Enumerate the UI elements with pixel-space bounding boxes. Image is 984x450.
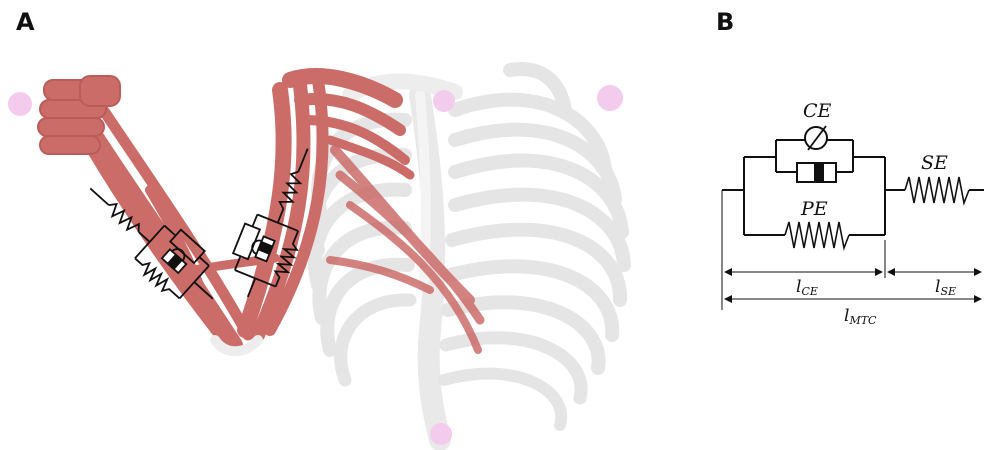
damper-icon [797, 163, 836, 182]
spring-icon [785, 222, 849, 248]
label-ce: CE [803, 100, 832, 122]
spring-icon [905, 177, 969, 203]
label-l-mtc: lMTC [844, 306, 877, 327]
label-pe: PE [800, 198, 828, 220]
marker-sphere [8, 92, 32, 116]
rib-cage [315, 69, 624, 440]
arm-muscle-model [8, 69, 624, 445]
label-se: SE [921, 152, 948, 174]
label-l-ce: lCE [796, 277, 818, 298]
label-l-se: lSE [935, 277, 956, 298]
marker-sphere [430, 423, 452, 445]
marker-sphere [597, 85, 623, 111]
marker-sphere [433, 90, 455, 112]
